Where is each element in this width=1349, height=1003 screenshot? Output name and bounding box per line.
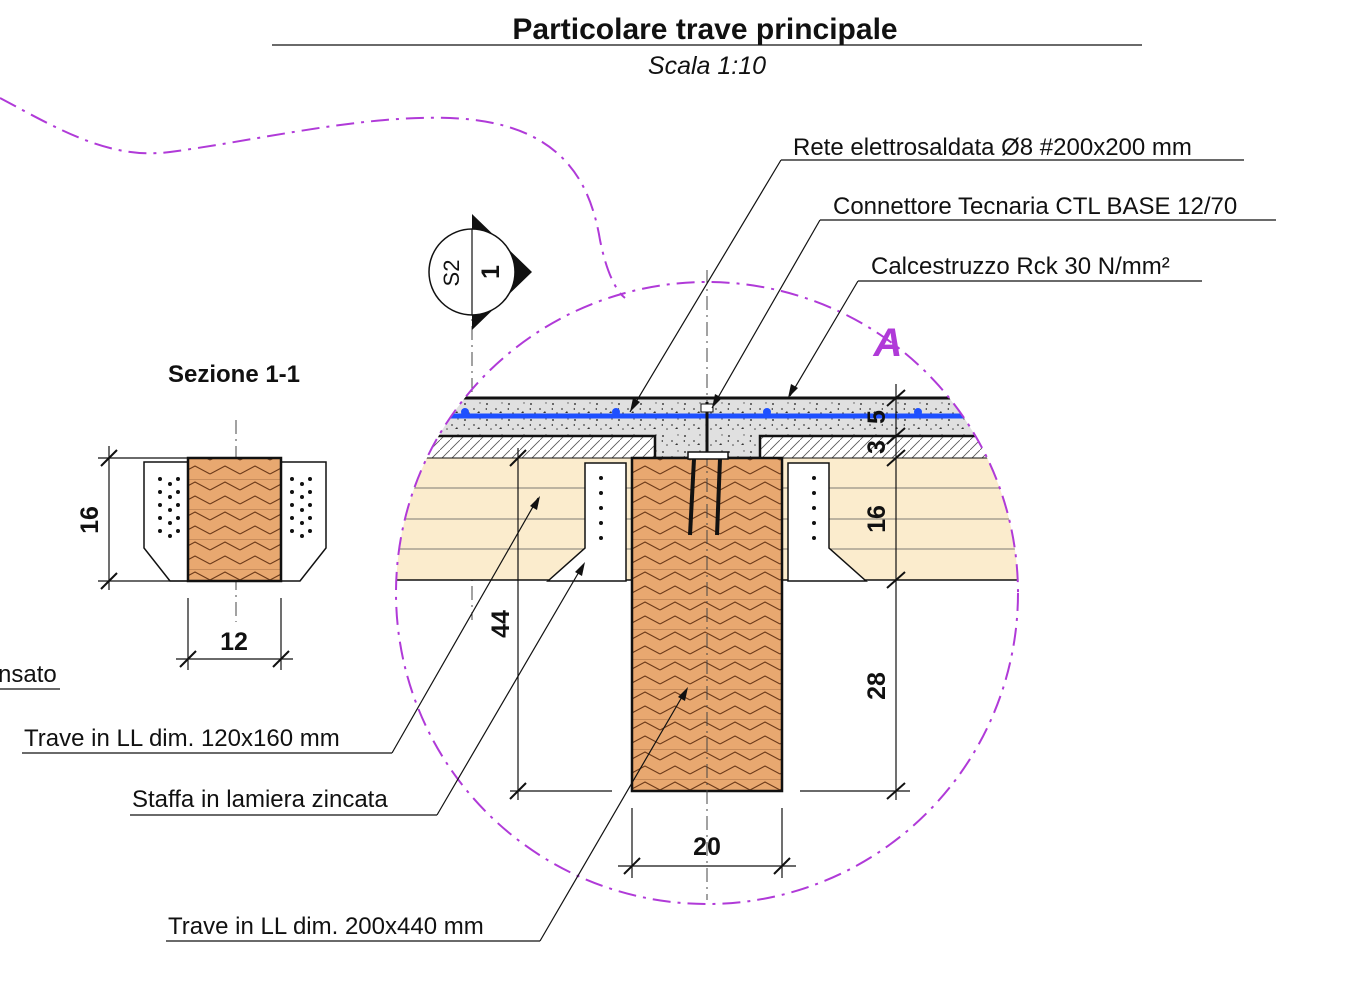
- label-connettore: Connettore Tecnaria CTL BASE 12/70: [833, 193, 1237, 220]
- label-calcestruzzo: Calcestruzzo Rck 30 N/mm²: [871, 253, 1170, 280]
- connector: [687, 402, 729, 536]
- bracket-left: [143, 461, 189, 582]
- staffa-nails: [599, 476, 816, 540]
- staffa-left: [546, 462, 627, 582]
- bracket-right: [280, 461, 327, 582]
- section-width-dim: 12: [220, 628, 248, 656]
- rebar-dots: [461, 408, 922, 416]
- label-rete: Rete elettrosaldata Ø8 #200x200 mm: [793, 134, 1192, 161]
- dim-beam-total: 44: [487, 610, 515, 638]
- staffa-right: [787, 462, 868, 582]
- callout-trave-main: Trave in LL dim. 200x440 mm: [166, 687, 688, 942]
- drawing-title: Particolare trave principale: [512, 13, 897, 46]
- callout-staffa: Staffa in lamiera zincata: [130, 562, 585, 816]
- detail-a-label: A: [873, 321, 903, 365]
- section-1-1: Sezione 1-1 16: [76, 361, 327, 670]
- section-cut-marker: S2 1: [428, 214, 532, 620]
- callout-connettore: Connettore Tecnaria CTL BASE 12/70: [711, 193, 1276, 409]
- label-trave-small: Trave in LL dim. 120x160 mm: [24, 725, 340, 752]
- left-dimension: 44: [487, 448, 612, 800]
- detail-a-circle: [395, 281, 1019, 905]
- callout-rete: Rete elettrosaldata Ø8 #200x200 mm: [629, 134, 1244, 413]
- callout-cut-left: nsato: [0, 661, 60, 690]
- section-title: Sezione 1-1: [168, 361, 300, 388]
- bottom-dimension: 20: [618, 808, 796, 878]
- dim-beam-lower: 28: [863, 672, 891, 700]
- label-trave-main: Trave in LL dim. 200x440 mm: [168, 913, 484, 940]
- label-staffa: Staffa in lamiera zincata: [132, 786, 388, 813]
- drawing-scale: Scala 1:10: [648, 52, 766, 80]
- right-dimensions: 5 3 16 28: [800, 384, 910, 800]
- dim-joist: 16: [863, 505, 891, 533]
- dim-slab: 5: [863, 410, 891, 424]
- title-block: Particolare trave principale Scala 1:10: [272, 13, 1142, 80]
- label-cut-left: nsato: [0, 661, 57, 688]
- callout-calcestruzzo: Calcestruzzo Rck 30 N/mm²: [788, 253, 1202, 398]
- section-height-dim: 16: [76, 506, 104, 534]
- marker-sheet: S2: [439, 260, 464, 287]
- bracket-nails: [158, 477, 312, 538]
- marker-number: 1: [477, 265, 505, 279]
- callout-trave-small: Trave in LL dim. 120x160 mm: [22, 496, 540, 754]
- dim-plank: 3: [863, 440, 891, 454]
- dim-beam-width: 20: [693, 833, 721, 861]
- detail-boundary-curve: [0, 97, 626, 299]
- section-timber: [186, 456, 283, 583]
